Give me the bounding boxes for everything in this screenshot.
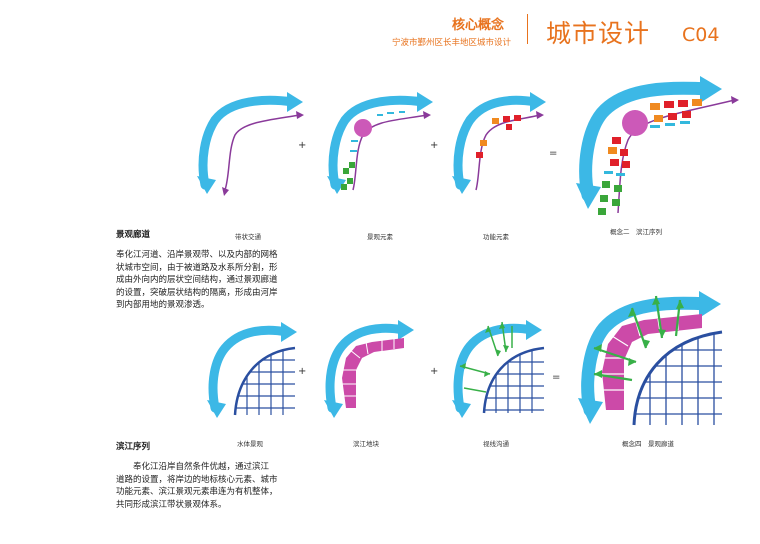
caption-linear-traffic: 带状交通 (235, 233, 261, 241)
diagram-function-elements (452, 92, 546, 194)
caption-concept-two: 概念二 滨江序列 (610, 228, 662, 236)
section-title-landscape-corridor: 景观廊道 (116, 230, 151, 240)
page-code: C04 (682, 24, 720, 46)
diagram-landscape-elements (327, 92, 433, 194)
diagram-water-landscape (207, 322, 297, 418)
caption-landscape-elements: 景观元素 (367, 233, 393, 241)
plus-operator-3: + (298, 366, 307, 377)
diagram-concept-landscape-corridor (578, 291, 723, 426)
diagram-concept-riverside-sequence (576, 76, 739, 215)
paragraph-riverside-sequence: 奉化江沿岸自然条件优越，通过滨江 道路的设置，将岸边的地标核心元素、城市 功能元… (116, 461, 306, 511)
section-title-riverside-sequence: 滨江序列 (116, 442, 151, 452)
diagram-riverside-plots (324, 320, 414, 418)
diagram-sightline-communication (452, 320, 545, 418)
diagram-linear-traffic (197, 92, 304, 196)
plus-operator-2: + (430, 140, 439, 151)
core-concept-label: 核心概念 (452, 18, 505, 33)
paragraph-line: 到内部用地的景观渗透。 (116, 300, 210, 311)
paragraph-line: 的设置，突破层状结构的隔离，形成由河岸 (116, 287, 278, 298)
paragraph-line: 奉化江沿岸自然条件优越，通过滨江 (116, 462, 270, 472)
paragraph-landscape-corridor: 奉化江河道、沿岸景观带、以及内部的网格 状城市空间，由于被道路及水系所分割，形 … (116, 249, 326, 312)
paragraph-line: 道路的设置，将岸边的地标核心元素、城市 (116, 474, 278, 485)
paragraph-line: 功能元素、滨江景观元素串连为有机整体， (116, 487, 278, 498)
caption-function-elements: 功能元素 (483, 233, 509, 241)
equals-operator-2: = (552, 372, 561, 383)
plus-operator-1: + (298, 140, 307, 151)
plus-operator-4: + (430, 366, 439, 377)
paragraph-line: 状城市空间，由于被道路及水系所分割，形 (116, 262, 278, 273)
header-divider (527, 14, 528, 44)
page-title: 城市设计 (546, 19, 651, 48)
caption-water-landscape: 水体景观 (237, 440, 263, 448)
paragraph-line: 奉化江河道、沿岸景观带、以及内部的网格 (116, 250, 278, 260)
paragraph-line: 成由外向内的层状空间结构，通过景观廊道 (116, 275, 278, 286)
project-name: 宁波市鄞州区长丰地区城市设计 (392, 38, 512, 48)
caption-concept-four: 概念四 景观廊道 (622, 440, 674, 448)
equals-operator-1: = (549, 148, 558, 159)
caption-riverside-plots: 滨江地块 (353, 440, 379, 448)
paragraph-line: 共同形成滨江带状景观体系。 (116, 499, 227, 510)
caption-sightline: 视线沟通 (483, 440, 509, 448)
